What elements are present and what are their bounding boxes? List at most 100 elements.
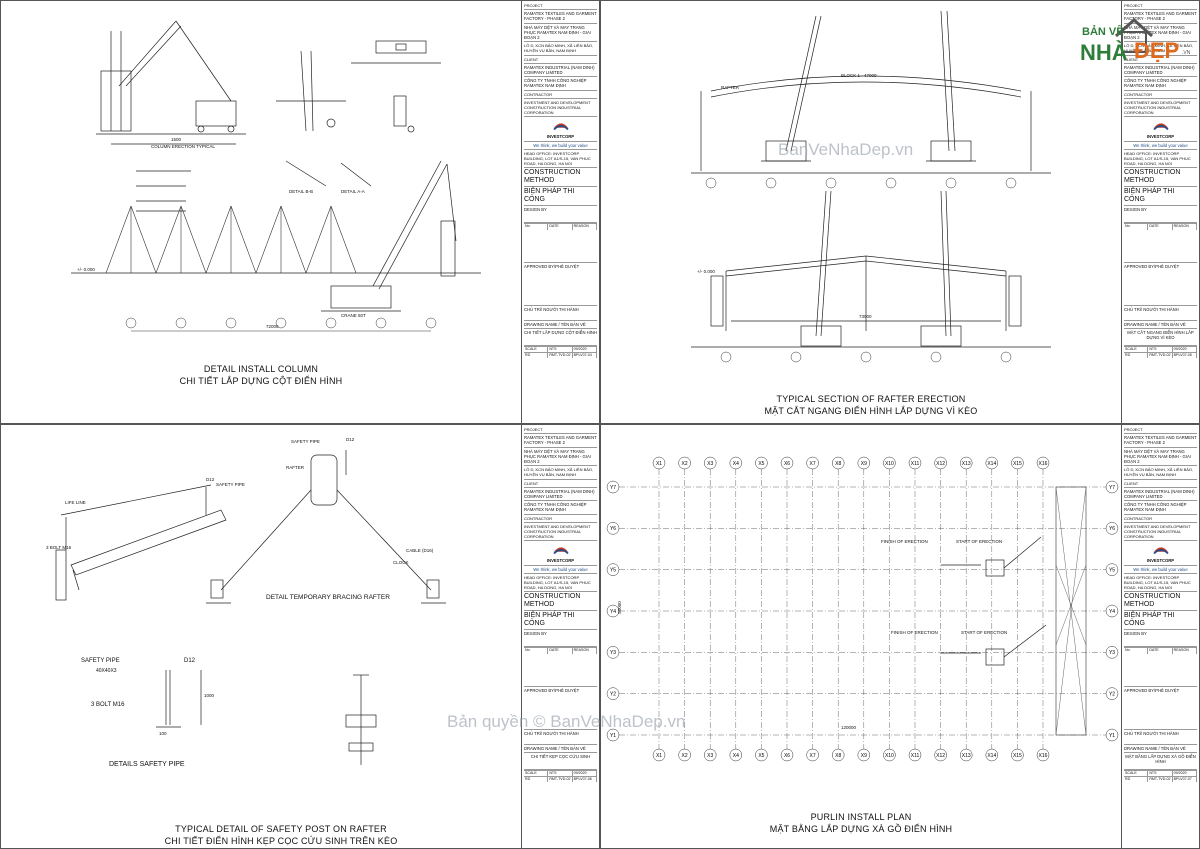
tb-head-office: HEAD OFFICE: INVESTCORP BUILDING, LOT A1…	[1124, 574, 1197, 593]
grid-bubble-x	[729, 748, 743, 762]
tb-scale: NTS	[548, 346, 573, 353]
tb-sheet-no: BPLV07-06	[573, 777, 597, 783]
grid-bubble	[860, 351, 872, 363]
grid-label-x: X13	[962, 753, 971, 759]
grid-label-x: X8	[835, 461, 841, 467]
guy-line	[330, 205, 357, 274]
grid-label-x: X15	[1013, 461, 1022, 467]
tb-drawing-name: CHI TIẾT KẸP CỌC CỨU SINH	[524, 753, 597, 770]
grid-bubble	[225, 317, 237, 329]
start-label-1: START OF ERECTION	[956, 539, 1003, 544]
tb-project-vn: NHÀ MÁY DỆT VÀ MAY TRANG PHỤC RAMATEX NA…	[524, 24, 597, 43]
safety-pipe-top-label: SAFETY PIPE	[291, 439, 320, 444]
grid-label-x: X11	[911, 753, 920, 759]
bolt-pipe-label: 3 BOLT M16	[91, 702, 125, 708]
grid-bubble-x	[908, 748, 922, 762]
grid-label-x: X9	[861, 461, 867, 467]
grid-bubble-y	[1105, 522, 1119, 535]
sheet1-title: DETAIL INSTALL COLUMN CHI TIẾT LẮP DỰNG …	[151, 363, 371, 387]
tb-client-vn: CÔNG TY TNHH CÔNG NGHIỆP RAMATEX NAM ĐỊN…	[524, 501, 597, 515]
tb-client-en: RAMATEX INDUSTRIAL (NAM DINH) COMPANY LI…	[524, 64, 597, 78]
tb-project-vn: NHÀ MÁY DỆT VÀ MAY TRANG PHỤC RAMATEX NA…	[1124, 24, 1197, 43]
tb-number: RMT-TVD-02	[1148, 777, 1173, 783]
bracing-title: DETAIL TEMPORARY BRACING RAFTER	[266, 594, 390, 601]
grid-bubble	[1005, 177, 1017, 189]
grid-bubble-x	[806, 748, 819, 762]
grid-label-x: X5	[758, 461, 764, 467]
rafter-label: RAFTER	[286, 465, 304, 470]
tb-contractor-label: CONTRACTOR	[524, 515, 597, 523]
tb-design-by: DESIGN BY	[524, 206, 597, 224]
tb-address: LÔ D, KCN BẢO MINH, XÃ LIÊN BẢO, HUYỆN V…	[524, 466, 597, 480]
tb-rev-no: No.	[1124, 224, 1149, 230]
tb-method-en: CONSTRUCTION METHOD	[1124, 168, 1197, 188]
tb-scale-label: SCALE	[1124, 346, 1149, 353]
grid-bubble-x	[1011, 748, 1024, 762]
grid-label-y: Y4	[610, 609, 616, 615]
grid-bubble	[720, 351, 732, 363]
watermark-center: BanVeNhaDep.vn	[778, 140, 914, 159]
tb-project-en: RAMATEX TEXTILES AND GARMENT FACTORY - P…	[1124, 10, 1197, 24]
tb-scale-label: SCALE	[524, 346, 549, 353]
tb-chief: CHỦ TRÌ/ NGƯỜI THI HÀNH	[1124, 730, 1197, 745]
grid-label-y: Y3	[610, 650, 616, 656]
grid-bubble	[175, 317, 187, 329]
grid-bubble-x	[831, 748, 845, 762]
tb-number: RMT-TVD-02	[548, 353, 573, 359]
tb-drawing-name: MẶT CẮT NGANG ĐIỂN HÌNH LẮP DỰNG VÌ KÈO	[1124, 329, 1197, 346]
grid-label-y: Y1	[1109, 733, 1115, 739]
tb-address: LÔ D, KCN BẢO MINH, XÃ LIÊN BẢO, HUYỆN V…	[1124, 466, 1197, 480]
tb-method-vn: BIỆN PHÁP THI CÔNG	[1124, 611, 1197, 631]
grid-label-y: Y7	[610, 485, 616, 491]
grid-label-x: X16	[1039, 461, 1048, 467]
grid-bubble-x	[755, 748, 768, 762]
grid-label-y: Y6	[610, 526, 616, 532]
tb-number: RMT-TVD-02	[548, 777, 573, 783]
tb-client-vn: CÔNG TY TNHH CÔNG NGHIỆP RAMATEX NAM ĐỊN…	[524, 77, 597, 91]
grid-bubble-x	[678, 748, 691, 762]
grid-bubble-y	[606, 687, 620, 700]
tb-logo-name: INVESTCORP	[524, 557, 597, 566]
tb-approved: APPROVED BY/PHÊ DUYỆT	[1124, 687, 1197, 730]
grid-bubble	[945, 177, 957, 189]
grid-bubble-x	[985, 456, 999, 470]
tb-project-vn: NHÀ MÁY DỆT VÀ MAY TRANG PHỤC RAMATEX NA…	[1124, 448, 1197, 467]
grid-bubble-x	[703, 456, 717, 470]
tb-client-label: CLIENT	[524, 480, 597, 488]
sheet4-title-vn: MẶT BẰNG LẮP DỰNG XÀ GỒ ĐIỂN HÌNH	[769, 824, 953, 834]
detail-a-label: DETAIL A-A	[341, 189, 365, 194]
block-label: BLOCK 1 - 47000	[841, 73, 877, 78]
grid-bubble	[790, 351, 802, 363]
grid-bubble-x	[1011, 456, 1024, 470]
tb-rev-no: No.	[524, 224, 549, 230]
cable-label: CABLE (D16)	[406, 548, 434, 553]
tb-date: 09/2020	[573, 770, 597, 777]
tb-number: RMT-TVD-02	[1148, 353, 1173, 359]
tb-rev-reason: REASON	[1173, 648, 1197, 654]
grid-bubble-x	[806, 456, 819, 470]
tb-project-vn: NHÀ MÁY DỆT VÀ MAY TRANG PHỤC RAMATEX NA…	[524, 448, 597, 467]
tb-contractor-label: CONTRACTOR	[524, 91, 597, 99]
tb-scale: NTS	[1148, 346, 1173, 353]
tb-rev-reason: REASON	[1173, 224, 1197, 230]
tb-contractor: INVESTMENT AND DEVELOPMENT CONSTRUCTION …	[524, 523, 597, 542]
sheet1-title-vn: CHI TIẾT LẮP DỰNG CỘT ĐIỂN HÌNH	[179, 376, 343, 386]
tb-date: 09/2020	[1173, 770, 1197, 777]
grid-bubble-x	[1036, 748, 1050, 762]
tb-project-label: PROJECT	[1124, 426, 1197, 435]
grid-label-x: X7	[810, 461, 816, 467]
rafter-erection-drawing	[691, 10, 1051, 363]
grid-bubble-y	[1105, 563, 1119, 576]
safety-title: DETAILS SAFETY PIPE	[109, 761, 185, 768]
sheet3-title-en: TYPICAL DETAIL OF SAFETY POST ON RAFTER	[175, 824, 387, 834]
tb-logo-name: INVESTCORP	[1124, 557, 1197, 566]
grid-bubble-y	[606, 480, 620, 494]
investcorp-logo-icon	[552, 547, 569, 555]
grid-bubble	[885, 177, 897, 189]
tb-rev-reason: REASON	[573, 224, 597, 230]
